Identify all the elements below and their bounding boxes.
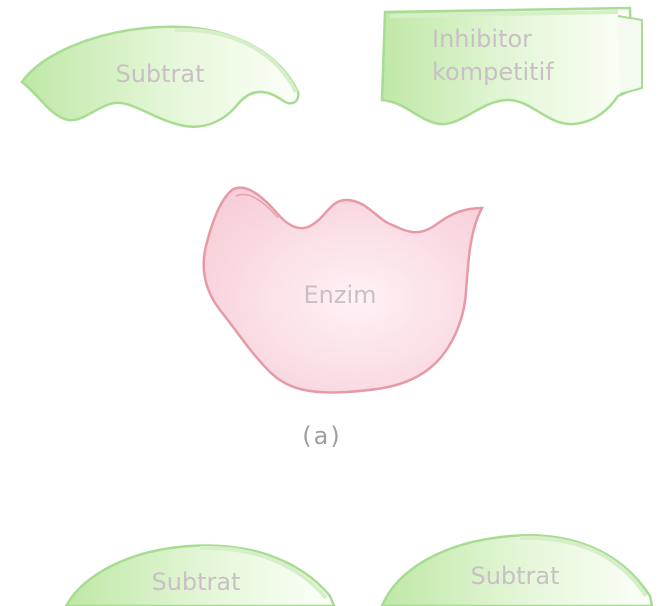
- substrate-bottom-right-shape: Subtrat: [382, 535, 652, 606]
- substrate-bottom-left-label: Subtrat: [151, 568, 240, 596]
- substrate-bottom-left-shape: Subtrat: [66, 545, 334, 606]
- enzyme-label: Enzim: [303, 281, 376, 309]
- inhibitor-label-line1: Inhibitor: [432, 25, 532, 53]
- figure-caption: (a): [302, 422, 341, 450]
- inhibitor-label-line2: kompetitif: [432, 58, 554, 86]
- inhibitor-shape: Inhibitor kompetitif: [382, 8, 642, 124]
- substrate-bottom-right-label: Subtrat: [470, 562, 559, 590]
- substrate-top-shape: Subtrat: [22, 27, 298, 127]
- enzyme-shape: Enzim: [204, 188, 482, 393]
- substrate-top-label: Subtrat: [115, 60, 204, 88]
